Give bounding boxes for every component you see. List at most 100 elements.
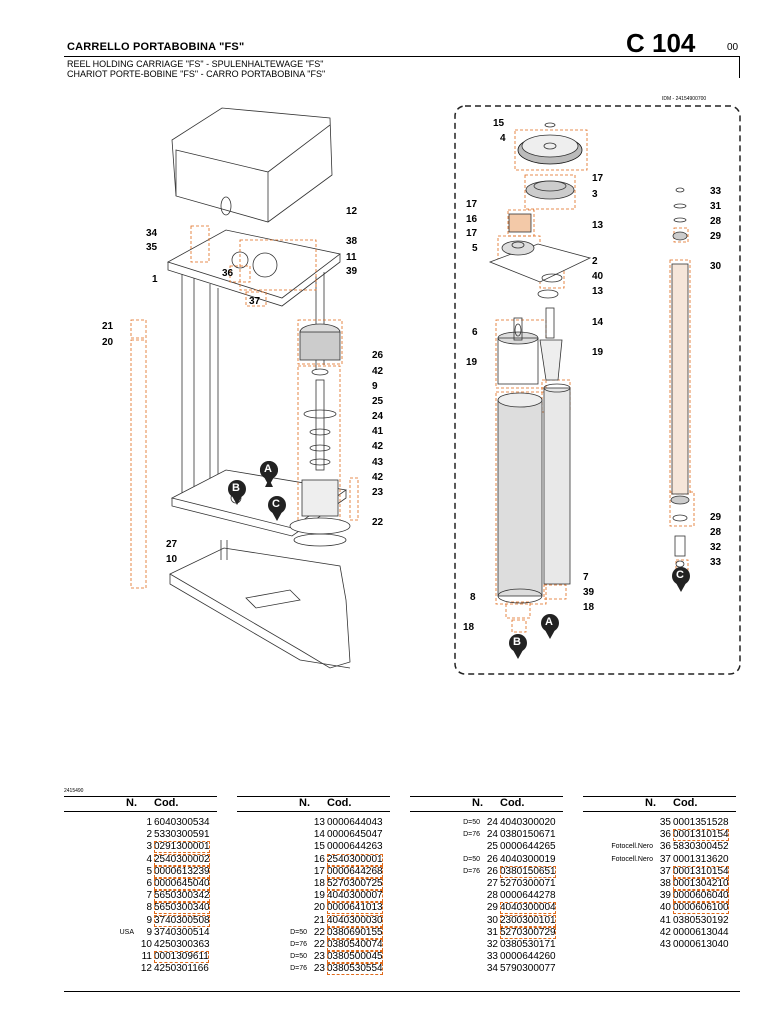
callout-40: 40 [592, 271, 604, 282]
page-title: CARRELLO PORTABOBINA "FS" [67, 41, 245, 53]
row-number: 3 [146, 841, 152, 853]
row-number: 41 [659, 914, 671, 926]
callout-33a: 33 [710, 186, 722, 197]
row-code: 0380690155 [327, 926, 383, 939]
header-n: N. [126, 797, 137, 809]
row-note: D=50 [290, 928, 307, 936]
row-code: 5650300342 [154, 890, 210, 903]
callout-42b: 42 [372, 441, 384, 452]
row-code: 0380530192 [673, 914, 729, 926]
row-number: 26 [486, 865, 498, 877]
callout-4: 4 [500, 133, 506, 144]
row-number: 37 [659, 865, 671, 877]
row-number: 9 [146, 926, 152, 938]
shaft-6 [513, 317, 523, 341]
callout-43: 43 [372, 457, 384, 468]
row-number: 24 [486, 829, 498, 841]
callout-42a: 42 [372, 366, 384, 377]
column-left [181, 274, 219, 507]
row-number: 42 [659, 926, 671, 938]
callout-31: 31 [710, 201, 722, 212]
spacer-27 [220, 540, 228, 560]
row-number: 8 [146, 902, 152, 914]
row-number: 34 [486, 963, 498, 975]
shaft-stack-left [289, 323, 351, 547]
callout-21: 21 [102, 321, 114, 332]
row-number: 38 [659, 877, 671, 889]
callout-17b: 17 [466, 199, 478, 210]
row-number: 18 [313, 877, 325, 889]
row-code: 0001313620 [673, 853, 729, 865]
row-code: 4040300004 [500, 902, 556, 915]
row-code: 0000641013 [327, 902, 383, 915]
row-note: D=76 [290, 965, 307, 973]
row-code: 0001351528 [673, 817, 729, 828]
exploded-diagram [130, 105, 741, 675]
row-number: 24 [486, 817, 498, 828]
callout-6: 6 [472, 327, 478, 338]
row-code: 0000606100 [673, 902, 729, 915]
row-number: 16 [313, 853, 325, 865]
row-number: 1 [146, 817, 152, 828]
row-number: 32 [486, 938, 498, 950]
roller-30 [670, 187, 690, 568]
callout-5: 5 [472, 243, 478, 254]
header-n: N. [472, 797, 483, 809]
callout-23: 23 [372, 487, 384, 498]
row-note: D=76 [290, 940, 307, 948]
header-cod: Cod. [327, 797, 352, 809]
document-reference: 2415490 [64, 788, 84, 794]
callout-34: 34 [146, 228, 158, 239]
ring-40 [541, 273, 563, 283]
row-code: 0380150671 [500, 829, 556, 841]
row-number: 31 [486, 926, 498, 938]
row-code: 0000644265 [500, 841, 556, 853]
callout-26: 26 [372, 350, 384, 361]
row-code: 5330300591 [154, 829, 210, 841]
marker-b-right: B [508, 634, 530, 659]
column-header: N.Cod. [583, 796, 736, 812]
roller-20 [130, 319, 147, 589]
assembly-boundary [454, 105, 741, 675]
callout-16: 16 [466, 214, 478, 225]
row-code: 0380150651 [500, 865, 556, 878]
callout-32: 32 [710, 542, 722, 553]
row-number: 35 [659, 817, 671, 828]
row-number: 39 [659, 890, 671, 902]
callout-8: 8 [470, 592, 476, 603]
callout-9: 9 [372, 381, 378, 392]
row-number: 9 [146, 914, 152, 926]
row-code: 0000644268 [327, 865, 383, 878]
callout-3: 3 [592, 189, 598, 200]
marker-a-left: A [259, 461, 281, 487]
row-code: 4040300007 [327, 890, 383, 903]
callout-35: 35 [146, 242, 158, 253]
page-subtitle-line3: CHARIOT PORTE-BOBINE "FS" - CARRO PORTAB… [67, 69, 326, 79]
callout-39b: 39 [583, 587, 595, 598]
callout-22: 22 [372, 517, 384, 528]
callout-27: 27 [166, 539, 178, 550]
callout-1: 1 [152, 274, 158, 285]
header-cod: Cod. [500, 797, 525, 809]
callout-20: 20 [102, 337, 114, 348]
row-number: 11 [141, 951, 152, 963]
row-code: 0000606040 [673, 890, 729, 903]
